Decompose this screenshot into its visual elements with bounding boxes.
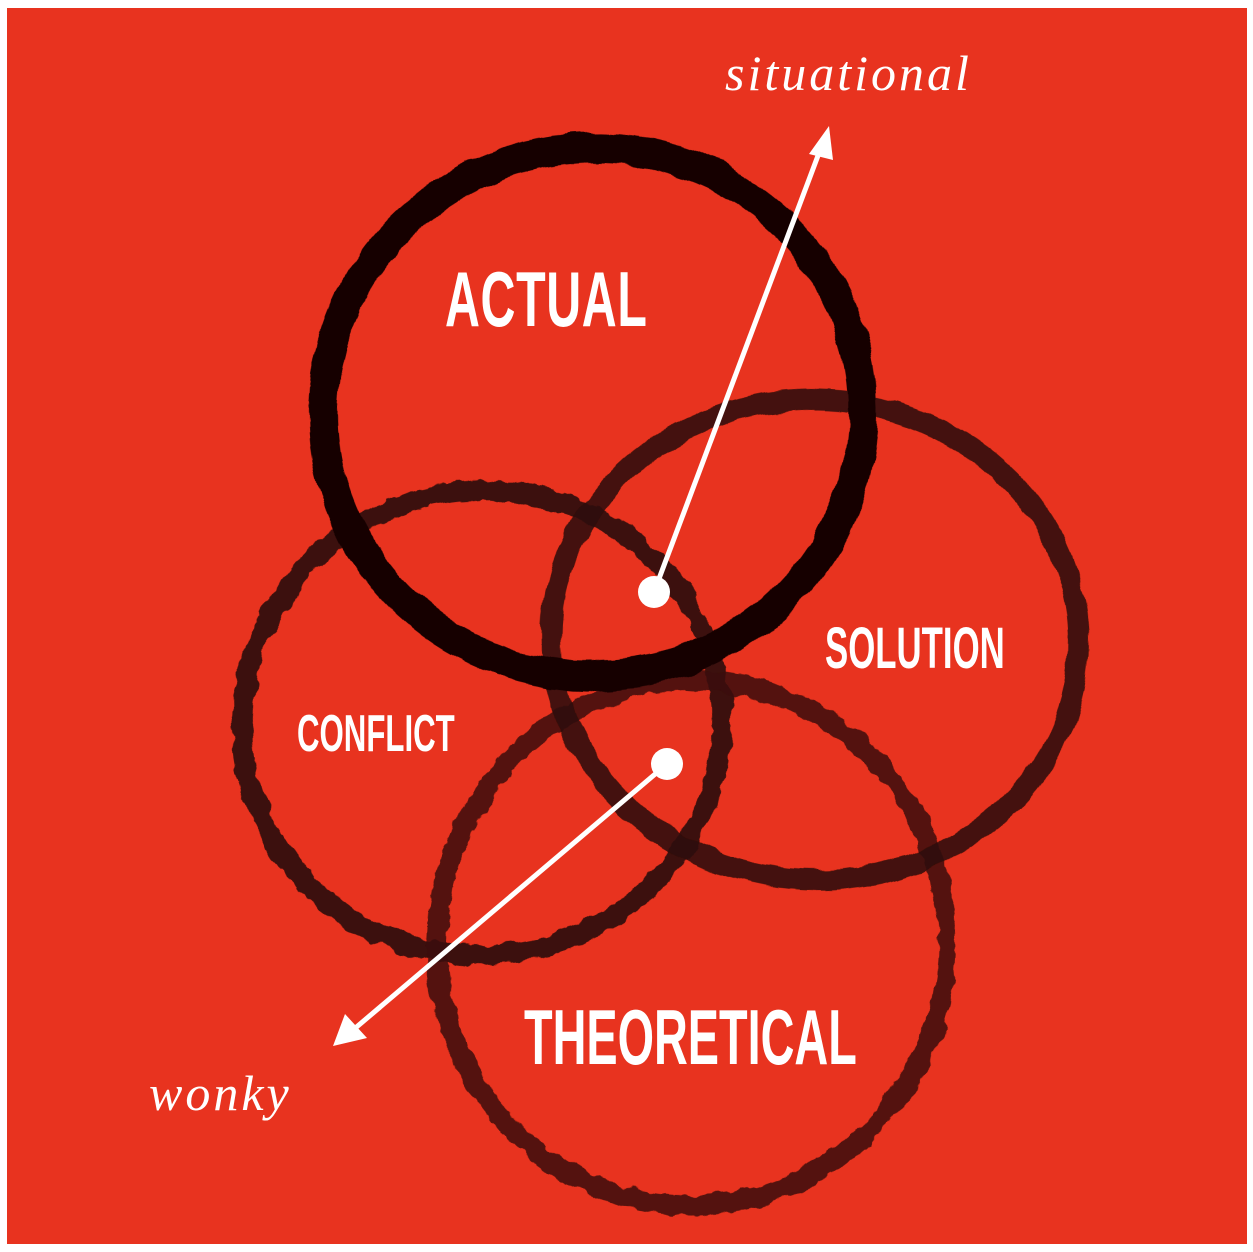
label-wonky: wonky [149, 1068, 292, 1118]
diagram-canvas: ACTUAL SOLUTION CONFLICT THEORETICAL sit… [7, 8, 1247, 1244]
dot-situational [638, 576, 670, 608]
dot-wonky [651, 748, 683, 780]
label-theoretical: THEORETICAL [524, 998, 857, 1076]
label-conflict-wrap: CONFLICT [297, 708, 560, 760]
label-solution: SOLUTION [825, 620, 1005, 678]
label-situational: situational [725, 48, 972, 98]
label-actual: ACTUAL [445, 260, 647, 338]
label-theoretical-wrap: THEORETICAL [524, 998, 1079, 1076]
label-solution-wrap: SOLUTION [825, 620, 1125, 678]
label-actual-wrap: ACTUAL [445, 260, 772, 338]
label-conflict: CONFLICT [297, 708, 455, 760]
